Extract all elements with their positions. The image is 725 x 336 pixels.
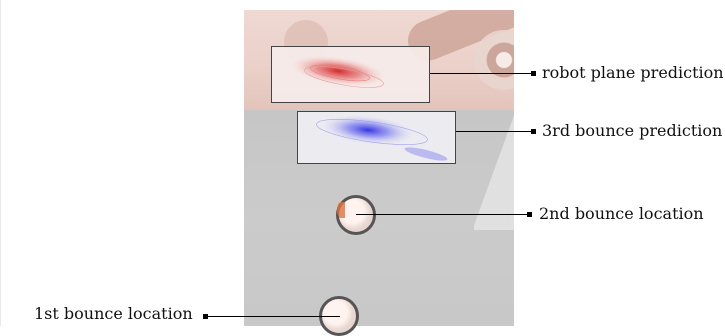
- robot-plane-heat-blob: [290, 55, 386, 87]
- bounce3-prediction-panel: [297, 111, 456, 164]
- ball-trace-dot: [337, 202, 345, 218]
- table-edge: [474, 110, 514, 230]
- page-left-rule: [0, 0, 1, 326]
- robot-plane-label: robot plane prediction: [542, 63, 724, 82]
- bounce2-leader-line: [356, 214, 528, 215]
- robot-wheel: [474, 30, 514, 90]
- bounce3-marker: [531, 129, 536, 134]
- bounce1-marker: [203, 314, 208, 319]
- bounce3-heat-blob: [322, 115, 414, 145]
- robot-plane-heatmap: [290, 55, 386, 88]
- bounce2-marker: [527, 212, 532, 217]
- bounce3-label: 3rd bounce prediction: [542, 121, 723, 140]
- bounce2-label: 2nd bounce location: [539, 204, 704, 223]
- bounce1-leader-line: [206, 316, 340, 317]
- robot-plane-leader-line: [430, 73, 534, 74]
- bounce1-label: 1st bounce location: [34, 304, 193, 323]
- robot-plane-marker: [531, 71, 536, 76]
- bounce3-heatmap: [316, 115, 448, 161]
- robot-plane-prediction-panel: [271, 46, 430, 103]
- bounce3-leader-line: [456, 131, 534, 132]
